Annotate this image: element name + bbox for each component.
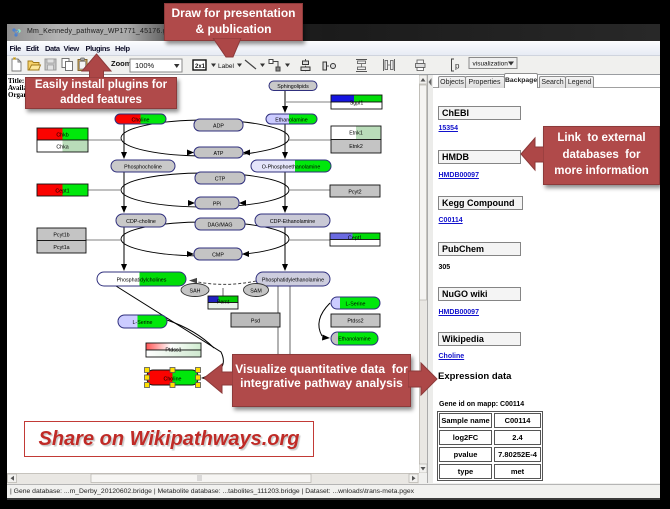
svg-text:L-Serine: L-Serine: [345, 302, 365, 308]
svg-text:ATP: ATP: [214, 151, 224, 157]
svg-text:Pemt: Pemt: [217, 300, 230, 306]
svg-text:Ptdss2: Ptdss2: [347, 319, 363, 325]
svg-text:Choline: Choline: [132, 118, 150, 124]
svg-text:L-Serine: L-Serine: [132, 320, 152, 326]
svg-text:Pcyt1b: Pcyt1b: [53, 233, 69, 239]
svg-text:100%: 100%: [135, 61, 155, 70]
svg-text:Etnk1: Etnk1: [349, 131, 363, 137]
svg-text:PPi: PPi: [213, 202, 221, 208]
svg-text:Sgpl1: Sgpl1: [350, 101, 364, 107]
svg-text:Label: Label: [218, 63, 234, 70]
svg-text:ADP: ADP: [213, 124, 224, 130]
svg-text:Zoom:: Zoom:: [111, 59, 134, 68]
svg-text:Phosphatidylcholines: Phosphatidylcholines: [117, 278, 167, 284]
svg-text:CDP-choline: CDP-choline: [126, 219, 156, 225]
svg-text:Pcyt2: Pcyt2: [348, 190, 361, 196]
svg-text:O-Phosphoethanolamine: O-Phosphoethanolamine: [262, 165, 321, 171]
svg-text:p: p: [455, 62, 460, 71]
svg-text:2x1: 2x1: [195, 64, 206, 70]
svg-text:CTP: CTP: [215, 177, 226, 183]
svg-text:Psd: Psd: [251, 319, 260, 325]
svg-text:Chka: Chka: [56, 145, 68, 151]
svg-text:Ethanolamine: Ethanolamine: [338, 337, 370, 343]
svg-text:CMP: CMP: [212, 253, 224, 259]
svg-text:Sphingolipids: Sphingolipids: [277, 84, 309, 90]
svg-text:Ptdss1: Ptdss1: [165, 348, 181, 354]
svg-text:CDP-Ethanolamine: CDP-Ethanolamine: [270, 219, 315, 225]
svg-text:SAM: SAM: [250, 289, 261, 295]
svg-text:Cept1: Cept1: [55, 189, 69, 195]
svg-text:visualization: visualization: [473, 60, 509, 67]
svg-text:Etnk2: Etnk2: [349, 144, 363, 150]
svg-text:Chkb: Chkb: [56, 133, 68, 139]
svg-text:Cept1: Cept1: [348, 236, 362, 242]
svg-text:DAG/MAG: DAG/MAG: [207, 223, 232, 229]
svg-text:Phosphocholine: Phosphocholine: [124, 165, 162, 171]
svg-text:Choline: Choline: [164, 377, 182, 383]
svg-text:Pcyt1a: Pcyt1a: [53, 245, 69, 251]
svg-text:SAH: SAH: [190, 289, 201, 295]
svg-text:Ethanolamine: Ethanolamine: [275, 118, 307, 124]
svg-text:Phosphatidylethanolamine: Phosphatidylethanolamine: [262, 278, 324, 284]
